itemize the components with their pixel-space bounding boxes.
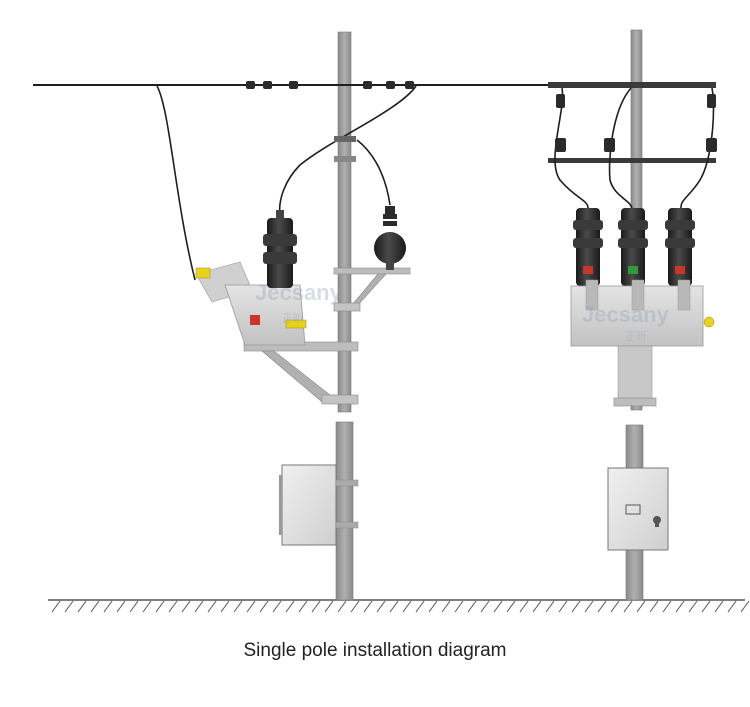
ground-hatch-mark bbox=[519, 600, 529, 613]
ground-hatch-mark bbox=[402, 600, 412, 613]
ground-hatch-mark bbox=[311, 600, 321, 613]
pole-clamp bbox=[334, 136, 356, 162]
ground-hatch-mark bbox=[389, 600, 399, 613]
left-control-box bbox=[279, 464, 359, 546]
ground-hatch-mark bbox=[662, 600, 672, 613]
ground-hatch-mark bbox=[285, 600, 295, 613]
ground-hatch-mark bbox=[207, 600, 217, 613]
phase-insulator-b bbox=[618, 208, 648, 286]
phase-insulator-a bbox=[573, 208, 603, 286]
left-drop-wires bbox=[156, 85, 417, 281]
ground-hatch-mark bbox=[168, 600, 178, 613]
ground-hatch-mark bbox=[740, 600, 750, 613]
watermark-brand-left: Jecsany bbox=[255, 280, 343, 305]
ground-hatch-mark bbox=[714, 600, 724, 613]
ground-hatch-mark bbox=[220, 600, 230, 613]
watermark-logo: Jecsany 正昕 Jecsany 正昕 bbox=[255, 280, 670, 343]
ground-hatch-mark bbox=[51, 600, 61, 613]
ground-hatch-mark bbox=[649, 600, 659, 613]
right-line-insulators bbox=[555, 94, 717, 152]
ground-hatch-mark bbox=[675, 600, 685, 613]
ground-hatch-mark bbox=[376, 600, 386, 613]
diagram-caption: Single pole installation diagram bbox=[243, 640, 507, 661]
ground-hatch-mark bbox=[571, 600, 581, 613]
phase-insulator-c bbox=[665, 208, 695, 286]
ground-hatch-mark bbox=[532, 600, 542, 613]
ground-hatch-mark bbox=[116, 600, 126, 613]
ground-hatch-mark bbox=[324, 600, 334, 613]
right-drop-wires bbox=[554, 87, 715, 209]
ground-hatch-mark bbox=[558, 600, 568, 613]
ground-hatch-mark bbox=[246, 600, 256, 613]
ground-hatch-mark bbox=[584, 600, 594, 613]
ground-hatch-mark bbox=[272, 600, 282, 613]
ground-hatch-mark bbox=[415, 600, 425, 613]
left-mounting-bracket bbox=[243, 267, 411, 405]
left-circuit-breaker bbox=[195, 210, 307, 346]
ground-hatch-mark bbox=[597, 600, 607, 613]
ground-hatch-mark bbox=[155, 600, 165, 613]
watermark-chinese-left: 正昕 bbox=[282, 312, 304, 325]
right-circuit-breaker bbox=[570, 208, 715, 407]
ground-hatch-mark bbox=[64, 600, 74, 613]
ground-hatch-mark bbox=[194, 600, 204, 613]
ground-hatch-mark bbox=[506, 600, 516, 613]
ground-hatch-mark bbox=[142, 600, 152, 613]
ground-line bbox=[48, 599, 750, 613]
right-crossarm-top bbox=[548, 82, 716, 88]
right-crossarm-lower bbox=[548, 158, 716, 163]
ground-hatch-mark bbox=[428, 600, 438, 613]
ground-hatch-mark bbox=[727, 600, 737, 613]
lightning-arrester bbox=[374, 206, 406, 270]
ground-hatch-mark bbox=[181, 600, 191, 613]
ground-hatch-mark bbox=[77, 600, 87, 613]
ground-hatch-mark bbox=[350, 600, 360, 613]
ground-hatch-mark bbox=[233, 600, 243, 613]
ground-hatch-mark bbox=[363, 600, 373, 613]
ground-hatch-mark bbox=[480, 600, 490, 613]
ground-hatch-mark bbox=[103, 600, 113, 613]
ground-hatch-mark bbox=[545, 600, 555, 613]
ground-hatch-mark bbox=[259, 600, 269, 613]
ground-hatch-mark bbox=[701, 600, 711, 613]
ground-hatch-mark bbox=[467, 600, 477, 613]
ground-hatch-mark bbox=[129, 600, 139, 613]
ground-hatch-mark bbox=[623, 600, 633, 613]
ground-hatch-mark bbox=[493, 600, 503, 613]
left-pole bbox=[335, 31, 354, 601]
watermark-chinese-right: 正昕 bbox=[625, 330, 647, 343]
ground-hatch-mark bbox=[337, 600, 347, 613]
right-control-box bbox=[607, 467, 669, 551]
ground-hatch-mark bbox=[90, 600, 100, 613]
ground-hatch-mark bbox=[636, 600, 646, 613]
overhead-line bbox=[33, 81, 548, 89]
ground-hatch-mark bbox=[610, 600, 620, 613]
ground-hatch-mark bbox=[454, 600, 464, 613]
ground-hatch-mark bbox=[441, 600, 451, 613]
ground-hatch-mark bbox=[688, 600, 698, 613]
watermark-brand-right: Jecsany bbox=[582, 302, 670, 327]
ground-hatch-mark bbox=[298, 600, 308, 613]
